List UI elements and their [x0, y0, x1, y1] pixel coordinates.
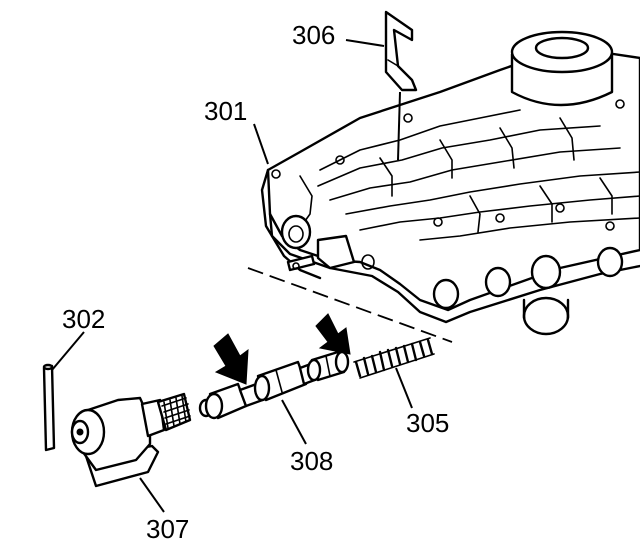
- valve-spool: [198, 350, 350, 420]
- callout-301: 301: [204, 96, 247, 126]
- leader-302: [51, 331, 85, 371]
- solenoid: [70, 392, 192, 488]
- assembly-axis-line: [247, 267, 453, 343]
- leader-308: [281, 399, 307, 445]
- leader-307: [139, 477, 165, 513]
- install-arrow-spring: [315, 313, 351, 355]
- leader-305: [395, 367, 413, 409]
- install-arrow-valve: [213, 333, 249, 385]
- callout-306: 306: [292, 20, 335, 50]
- callout-307: 307: [146, 514, 189, 544]
- callout-308: 308: [290, 446, 333, 476]
- roll-pin: [42, 363, 56, 452]
- valve-body: [260, 30, 640, 336]
- leader-301: [253, 123, 269, 165]
- retainer-clip: [384, 10, 418, 161]
- callout-305: 305: [406, 408, 449, 438]
- callout-302: 302: [62, 304, 105, 334]
- valve-spring: [353, 337, 435, 379]
- leader-306: [345, 39, 385, 47]
